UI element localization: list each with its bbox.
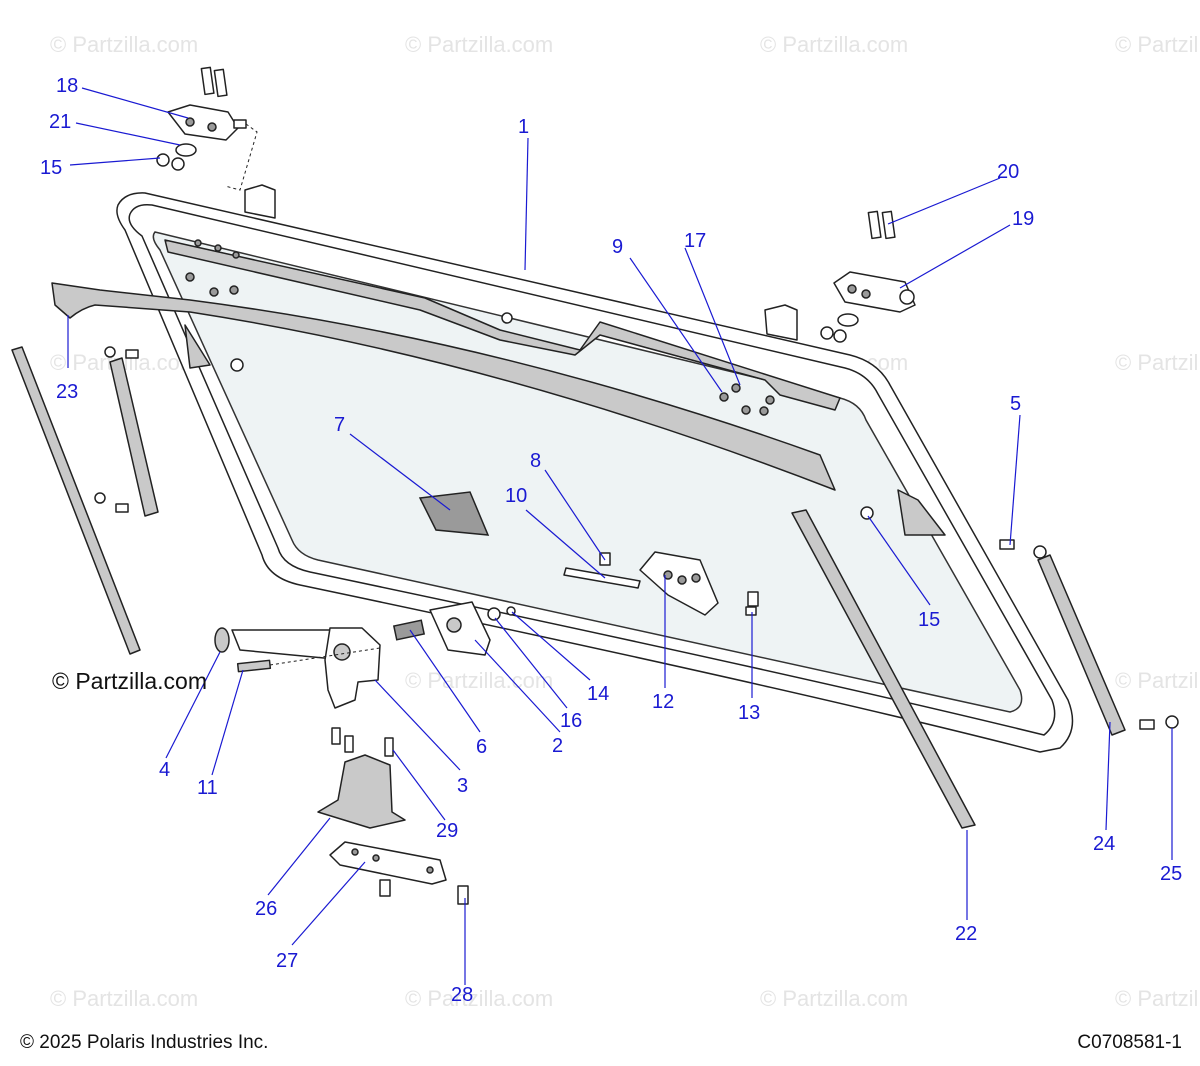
callout-13: 13 [738,702,760,724]
right-strut-and-trim [791,509,1179,829]
callout-4: 4 [159,759,170,781]
callout-18: 18 [56,75,78,97]
copyright-text: © 2025 Polaris Industries Inc. [20,1032,269,1053]
watermark: © Partzilla.com [1115,350,1200,375]
callout-17: 17 [684,230,706,252]
striker-assembly [317,727,469,905]
callout-26: 26 [255,898,277,920]
callout-7: 7 [334,414,345,436]
callout-2: 2 [552,735,563,757]
watermark: © Partzilla.com [405,32,553,57]
callout-19: 19 [1012,208,1034,230]
callout-9: 9 [612,236,623,258]
callout-20: 20 [997,161,1019,183]
callout-12: 12 [652,691,674,713]
callout-numbers: 1 2 3 4 5 6 7 8 9 10 11 12 13 14 15 15 1… [40,75,1182,1006]
watermark: © Partzilla.com [760,986,908,1011]
watermark: © Partzilla.com [760,32,908,57]
watermark: © Partzilla.com [50,986,198,1011]
callout-1: 1 [518,116,529,138]
latch-handle-assembly [214,601,516,709]
callout-29: 29 [436,820,458,842]
callout-23: 23 [56,381,78,403]
watermark: © Partzilla.com [50,32,198,57]
callout-8: 8 [530,450,541,472]
callout-5: 5 [1010,393,1021,415]
callout-21: 21 [49,111,71,133]
callout-leaders [67,87,1173,985]
watermark: © Partzilla.com [1115,32,1200,57]
watermark: © Partzilla.com [1115,986,1200,1011]
callout-27: 27 [276,950,298,972]
hinge-right-assembly [820,210,916,343]
callout-15b: 15 [918,609,940,631]
callout-10: 10 [505,485,527,507]
callout-3: 3 [457,775,468,797]
callout-25: 25 [1160,863,1182,885]
hinge-left-assembly [156,66,258,191]
drawing-code: C0708581-1 [1077,1032,1182,1053]
callout-24: 24 [1093,833,1115,855]
callout-28: 28 [451,984,473,1006]
window-frame [51,184,1074,753]
callout-22: 22 [955,923,977,945]
watermark: © Partzilla.com [1115,668,1200,693]
callout-16: 16 [560,710,582,732]
watermark: © Partzilla.com [405,986,553,1011]
callout-15: 15 [40,157,62,179]
left-strut-and-trim [11,346,159,655]
watermark: © Partzilla.com [405,668,553,693]
callout-14: 14 [587,683,609,705]
callout-6: 6 [476,736,487,758]
brand-label: © Partzilla.com [52,668,207,694]
callout-11: 11 [197,777,218,799]
